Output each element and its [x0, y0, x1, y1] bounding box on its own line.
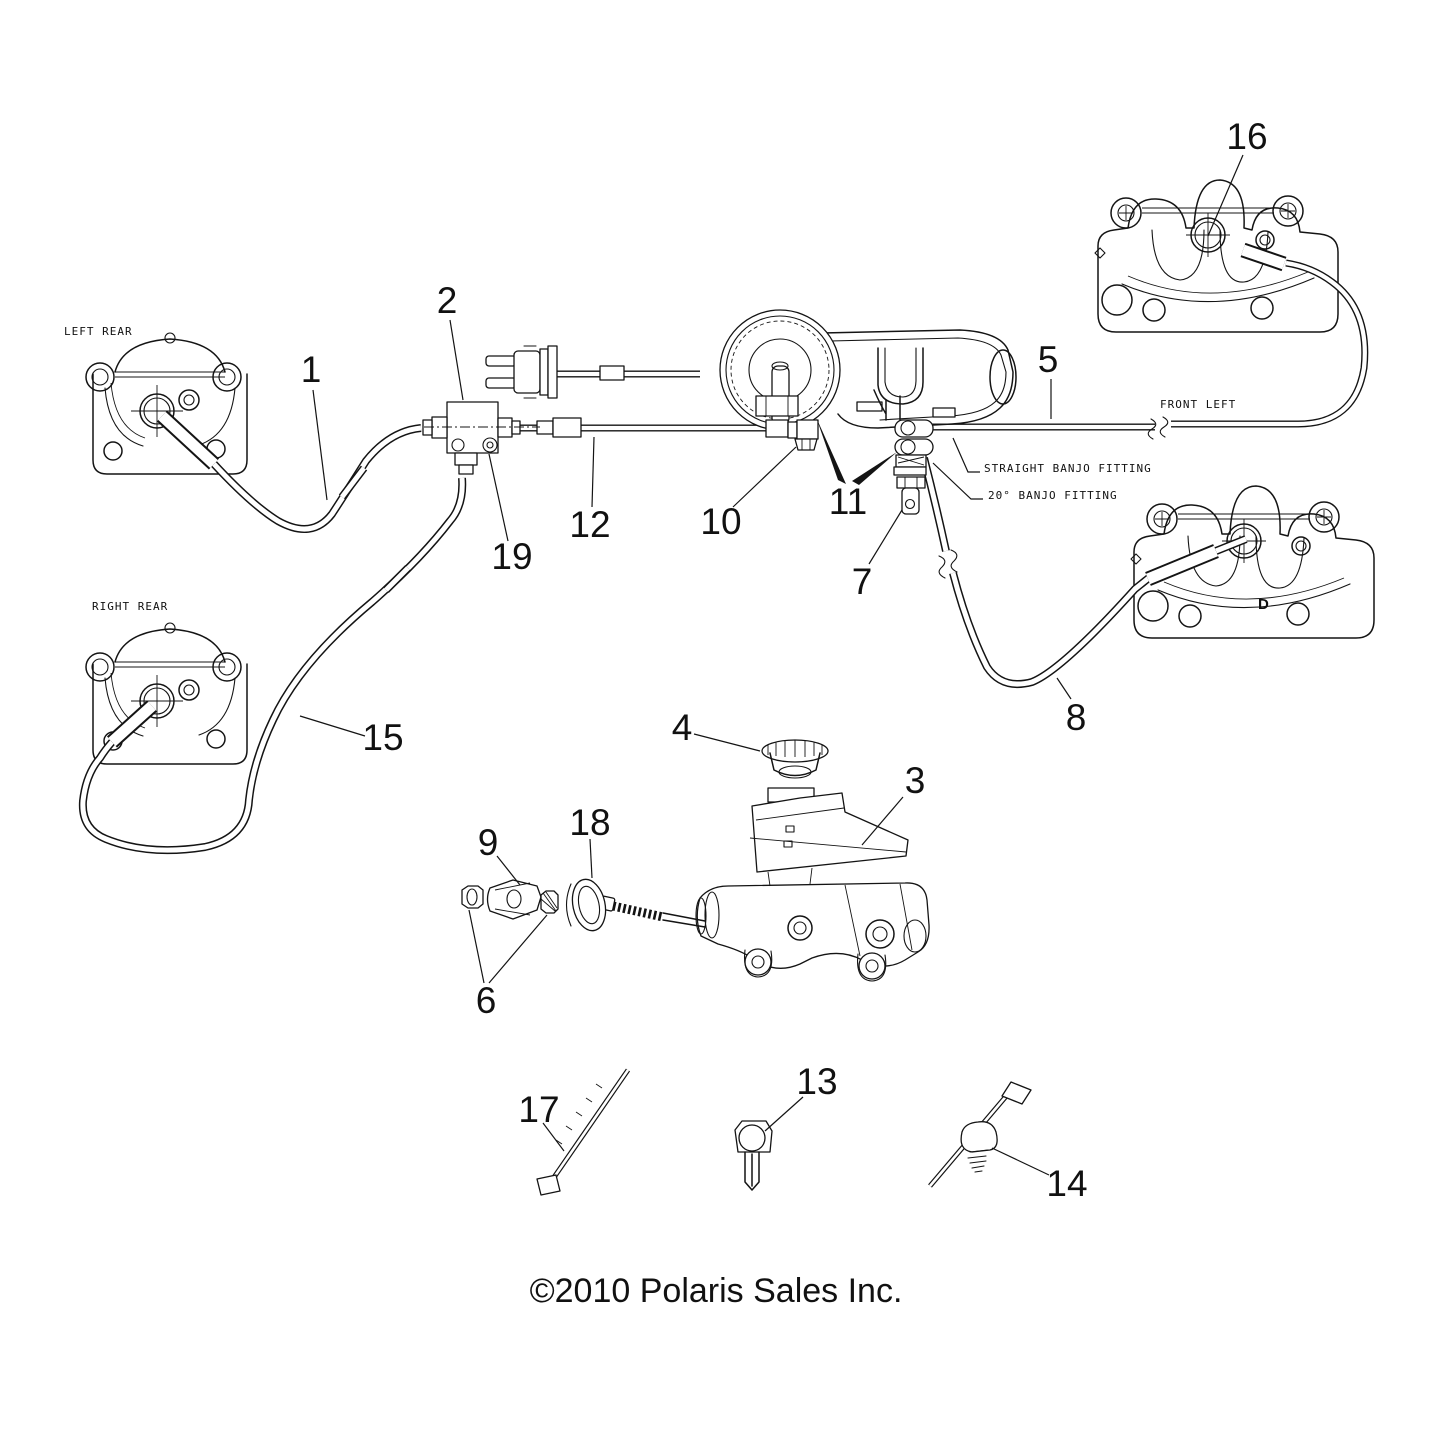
left-rear-caliper	[85, 332, 248, 475]
copyright-text: ©2010 Polaris Sales Inc.	[529, 1272, 903, 1310]
callout-18: 18	[569, 802, 611, 843]
callout-6: 6	[475, 980, 497, 1021]
callout-9: 9	[477, 822, 499, 863]
label-20-deg-banjo-fitting: 20° BANJO FITTING	[988, 489, 1118, 502]
callout-15: 15	[362, 717, 404, 758]
callout-16: 16	[1226, 116, 1268, 157]
callout-3: 3	[904, 760, 926, 801]
clip-13	[734, 1120, 773, 1191]
callout-14: 14	[1046, 1163, 1088, 1204]
callout-13: 13	[796, 1061, 838, 1102]
label-front-left: FRONT LEFT	[1160, 398, 1237, 411]
front-left-caliper	[1094, 179, 1339, 333]
callout-5: 5	[1037, 339, 1059, 380]
callout-10: 10	[700, 501, 742, 542]
junction-block	[422, 401, 540, 475]
brake-line-5-front-left	[932, 259, 1369, 440]
right-rear-hose	[78, 477, 467, 855]
callout-11: 11	[828, 481, 868, 522]
cable-tie-14	[928, 1081, 1032, 1188]
callout-leaders	[299, 154, 1244, 1176]
exploded-master-cylinder	[461, 739, 930, 982]
callout-19: 19	[491, 536, 533, 577]
left-rear-hose	[156, 410, 422, 533]
callout-1: 1	[300, 349, 322, 390]
callout-12: 12	[569, 504, 611, 545]
callout-17: 17	[518, 1089, 560, 1130]
label-straight-banjo-fitting: STRAIGHT BANJO FITTING	[984, 462, 1152, 475]
label-left-rear: LEFT REAR	[64, 325, 133, 338]
cable-tie-17	[536, 1068, 631, 1196]
label-caliper-d: D	[1258, 596, 1269, 613]
front-left-hose-fitting	[1240, 242, 1287, 272]
brake-line-12	[508, 417, 770, 438]
callout-4: 4	[671, 707, 693, 748]
label-right-rear: RIGHT REAR	[92, 600, 169, 613]
callout-2: 2	[436, 280, 458, 321]
front-right-caliper	[1130, 485, 1375, 639]
callout-8: 8	[1065, 697, 1087, 738]
callout-7: 7	[851, 561, 873, 602]
master-cylinder-top-view	[485, 309, 1017, 515]
